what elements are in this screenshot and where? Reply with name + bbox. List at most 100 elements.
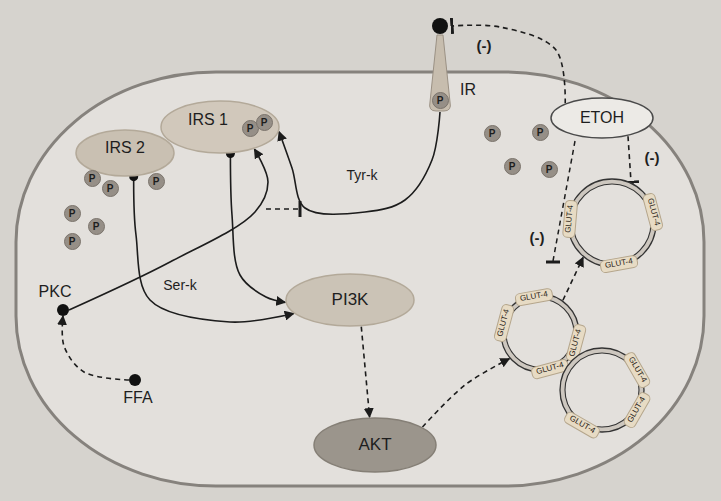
signal-arrow [361,327,369,418]
glut4-vesicle: GLUT-4GLUT-4GLUT-4GLUT-4 [500,293,580,373]
label-holder: FFA [123,389,152,407]
label-holder: IR [460,81,476,99]
label-holder: IRS 2 [105,139,145,157]
vesicle-outer-ring [568,179,656,267]
oval-shape [314,418,436,472]
label-holder: P [509,161,516,172]
label-holder: ETOH [580,109,624,127]
phosphate-group: P [64,233,81,250]
phosphate-group: P [102,180,119,197]
node-label: P [489,128,496,139]
edge-label: Tyr-k [346,168,377,183]
signal-arrow [279,112,440,214]
glut4-tag: GLUT-4 [641,192,663,232]
vesicle-inner-ring [573,184,651,262]
node-label: P [69,236,76,247]
label-holder: P [89,173,96,184]
receptor-body [430,35,451,111]
signal-arrow [563,257,583,300]
label-holder: P [546,164,553,175]
inhibition-bar [546,261,560,264]
pkc-dot: PKC [57,304,69,316]
phosphate-circle [84,170,100,186]
phosphate-circle [148,173,164,189]
phosphate-circle [541,161,557,177]
insulin-ball [432,18,448,34]
oval-shape [551,98,653,138]
phosphate-group: P [84,170,101,187]
glut4-vesicle: GLUT-4GLUT-4GLUT-4 [559,347,645,433]
oval-shape [76,130,174,176]
pi3k-enzyme: PI3K [285,273,415,327]
phosphate-group: P [148,173,165,190]
signal-arrow [62,316,129,380]
phosphate-circle [532,124,548,140]
glut4-tag: GLUT-4 [562,410,601,440]
node-label: IRS 1 [188,111,228,129]
glut4-vesicle: GLUT-4GLUT-4GLUT-4 [567,178,657,268]
glut4-tag: GLUT-4 [562,200,578,239]
phosphate-group: P [64,205,81,222]
phosphate-group: P [541,161,558,178]
phosphate-circle [484,125,500,141]
phosphate-group: P [256,114,273,131]
node-label: AKT [358,436,391,455]
node-label: IR [460,81,476,99]
glut4-tag: GLUT-4 [599,255,639,274]
akt-kinase: AKT [313,417,437,473]
label-holder: P [489,128,496,139]
node-label: FFA [123,389,152,407]
edge-label-holder: (-) [477,38,492,55]
label-holder: P [247,123,254,134]
label-holder: AKT [358,436,391,455]
phosphate-circle [432,92,448,108]
label-holder: P [69,208,76,219]
node-label: ETOH [580,109,624,127]
phosphate-group: P [484,125,501,142]
phosphate-group: P [432,92,449,109]
inhibition-sign: (-) [530,230,545,247]
black-dot [129,374,141,386]
transporter-name: GLUT-4 [605,258,634,272]
node-label: IRS 2 [105,139,145,157]
glut4-tag: GLUT-4 [622,390,652,429]
phosphate-circle [64,205,80,221]
edge-label-holder: Ser-k [163,278,196,293]
signal-arrow [422,359,509,427]
edge-label-holder: (-) [645,150,660,167]
phosphate-circle [504,158,520,174]
label-holder: P [107,183,114,194]
label-holder: P [93,221,100,232]
transporter-name: GLUT-4 [626,396,648,425]
node-label: P [546,164,553,175]
ethanol-oval: ETOH [550,97,654,139]
label-holder: P [69,236,76,247]
cell-membrane [16,72,704,486]
label-holder: IRS 1 [188,111,228,129]
oval-shape [161,101,279,153]
label-holder: PI3K [332,291,369,310]
node-label: P [69,208,76,219]
node-label: P [89,173,96,184]
label-holder: PKC [39,283,72,301]
pkc-dot-outline [57,304,69,316]
transporter-name: GLUT-4 [626,356,648,385]
label-holder: P [537,127,544,138]
glut4-tag: GLUT-4 [622,350,652,389]
ffa-dot: FFA [129,374,141,386]
signal-arrow [230,154,285,303]
label-holder: P [261,117,268,128]
node-label: P [247,123,254,134]
phosphate-group: P [504,158,521,175]
ffa-dot-outline [129,374,141,386]
signal-arrow [134,177,294,323]
signal-arrow [69,149,268,310]
transporter-name: GLUT-4 [568,414,597,436]
phosphate-circle [256,114,272,130]
node-label: P [261,117,268,128]
transporter-name: GLUT-4 [565,205,576,234]
node-label: PKC [39,283,72,301]
edge-label: (-) [477,38,492,55]
oval-shape [286,274,414,326]
node-label: PI3K [332,291,369,310]
